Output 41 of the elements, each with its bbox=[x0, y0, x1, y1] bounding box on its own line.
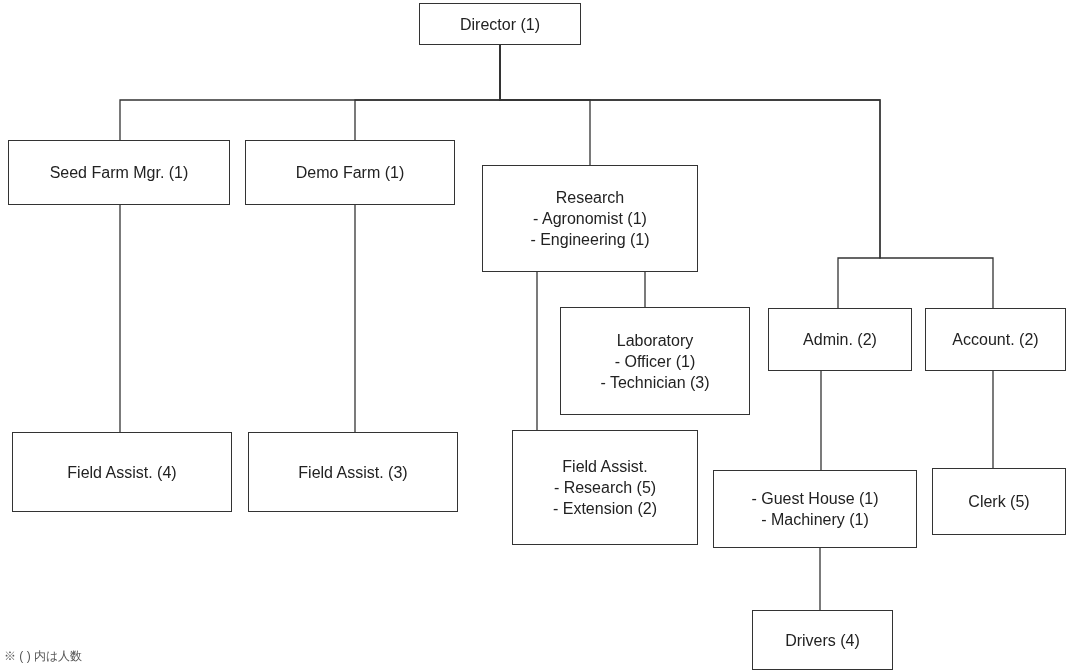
box-text: Drivers (4) bbox=[785, 630, 860, 651]
box-text: Field Assist. (3) bbox=[298, 462, 408, 483]
box-text: - Officer (1) bbox=[614, 351, 696, 372]
org-box bbox=[932, 468, 1066, 535]
org-box bbox=[482, 165, 698, 272]
org-box bbox=[8, 140, 230, 205]
box-heading: - Guest House (1) bbox=[751, 489, 879, 509]
box-text: - Agronomist (1) bbox=[533, 209, 647, 229]
org-box bbox=[752, 610, 893, 670]
org-box bbox=[245, 140, 455, 205]
org-box bbox=[560, 307, 750, 415]
org-box bbox=[713, 470, 917, 548]
connector-line bbox=[820, 370, 822, 471]
box-text: Account. (2) bbox=[952, 330, 1039, 350]
box-heading: Research bbox=[555, 188, 625, 208]
box-text: Clerk (5) bbox=[968, 492, 1030, 512]
connector-line bbox=[819, 547, 821, 611]
box-text: Director (1) bbox=[460, 14, 540, 35]
box-text: - Technician (3) bbox=[600, 372, 710, 393]
connector-line bbox=[992, 370, 994, 469]
connector-line bbox=[354, 204, 356, 433]
org-box bbox=[12, 432, 232, 512]
box-text: Demo Farm (1) bbox=[295, 163, 405, 183]
box-text: - Engineering (1) bbox=[530, 230, 650, 250]
org-box bbox=[419, 3, 581, 45]
box-text: - Research (5) bbox=[553, 478, 657, 498]
org-box bbox=[248, 432, 458, 512]
connector-line bbox=[644, 271, 646, 308]
note-text: ※ ( ) 内は人数 bbox=[4, 648, 82, 665]
connector-line bbox=[536, 271, 538, 431]
org-box bbox=[512, 430, 698, 545]
org-box bbox=[925, 308, 1066, 371]
box-text: - Machinery (1) bbox=[761, 510, 869, 530]
connector-line bbox=[119, 204, 121, 433]
box-text: Admin. (2) bbox=[803, 330, 877, 350]
box-text: Seed Farm Mgr. (1) bbox=[49, 163, 189, 183]
box-heading: Laboratory bbox=[616, 330, 694, 351]
box-text: - Extension (2) bbox=[552, 499, 657, 519]
box-heading: Field Assist. bbox=[562, 457, 648, 477]
box-text: Field Assist. (4) bbox=[67, 462, 177, 483]
org-box bbox=[768, 308, 912, 371]
